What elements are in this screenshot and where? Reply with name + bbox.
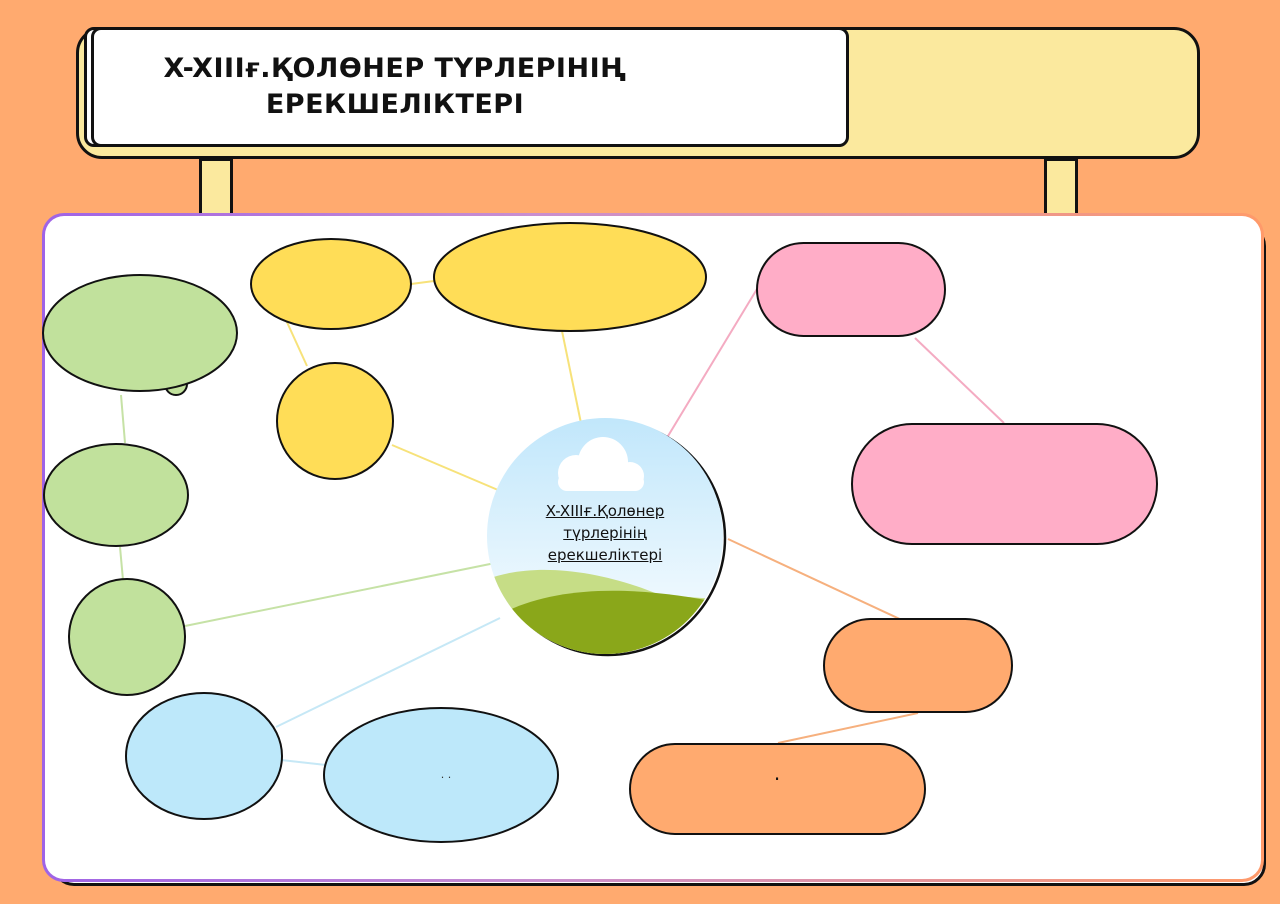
connector-yellow-small-to-wide [410,280,435,285]
connector-center-to-orange-right [727,538,905,622]
title-card: X-XIIIғ.ҚОЛӨНЕР ТҮРЛЕРІНІҢ ЕРЕКШЕЛІКТЕРІ [91,27,849,147]
connector-center-to-blue-left [275,617,501,728]
connector-yellow-circle-to-center [391,444,499,491]
blue-node-left [125,692,283,820]
orange-node-bottom-text: · [774,767,780,791]
connector-blue-left-to-blue-right [280,759,327,766]
connector-yellow-small-to-circle [285,319,308,367]
yellow-node-circle [276,362,394,480]
pink-node-large [851,423,1158,545]
cloud-icon [558,437,644,491]
center-label-line-3: ерекшеліктері [547,546,663,564]
connector-yellow-wide-to-center [561,330,583,429]
banner-post-right [1044,158,1078,218]
green-node-top [42,274,238,392]
orange-node-right [823,618,1013,713]
center-node-label: X-XIIIғ.Қолөнер түрлерінің ерекшеліктері [500,500,710,566]
connector-green-mid-to-circle [119,546,124,581]
green-branch [42,274,238,696]
blue-node-right [323,707,559,843]
connector-pink-top-to-pink-large [914,337,1005,424]
center-label-line-2: түрлерінің [563,524,647,542]
green-node-middle [43,443,189,547]
orange-branch: · [629,618,1013,835]
green-node-circle [68,578,186,696]
connector-green-top-to-mid [120,394,126,444]
blue-branch: · · [125,692,559,843]
center-label-line-1: X-XIIIғ.Қолөнер [545,502,665,520]
blue-node-right-text: · · [441,771,452,784]
hill-dark [490,590,723,654]
connector-center-to-green-circle [184,562,496,627]
banner-post-left [199,158,233,218]
yellow-branch [250,222,707,480]
connector-pink-top-to-center [664,288,758,442]
pink-branch [756,242,1158,545]
yellow-node-wide [433,222,707,332]
title-line-1: X-XIIIғ.ҚОЛӨНЕР ТҮРЛЕРІНІҢ [163,53,627,84]
connector-orange-right-to-orange-bottom [777,712,919,744]
pink-node-top [756,242,946,337]
orange-node-bottom [629,743,926,835]
title-line-2: ЕРЕКШЕЛІКТЕРІ [265,89,525,120]
yellow-node-small [250,238,412,330]
